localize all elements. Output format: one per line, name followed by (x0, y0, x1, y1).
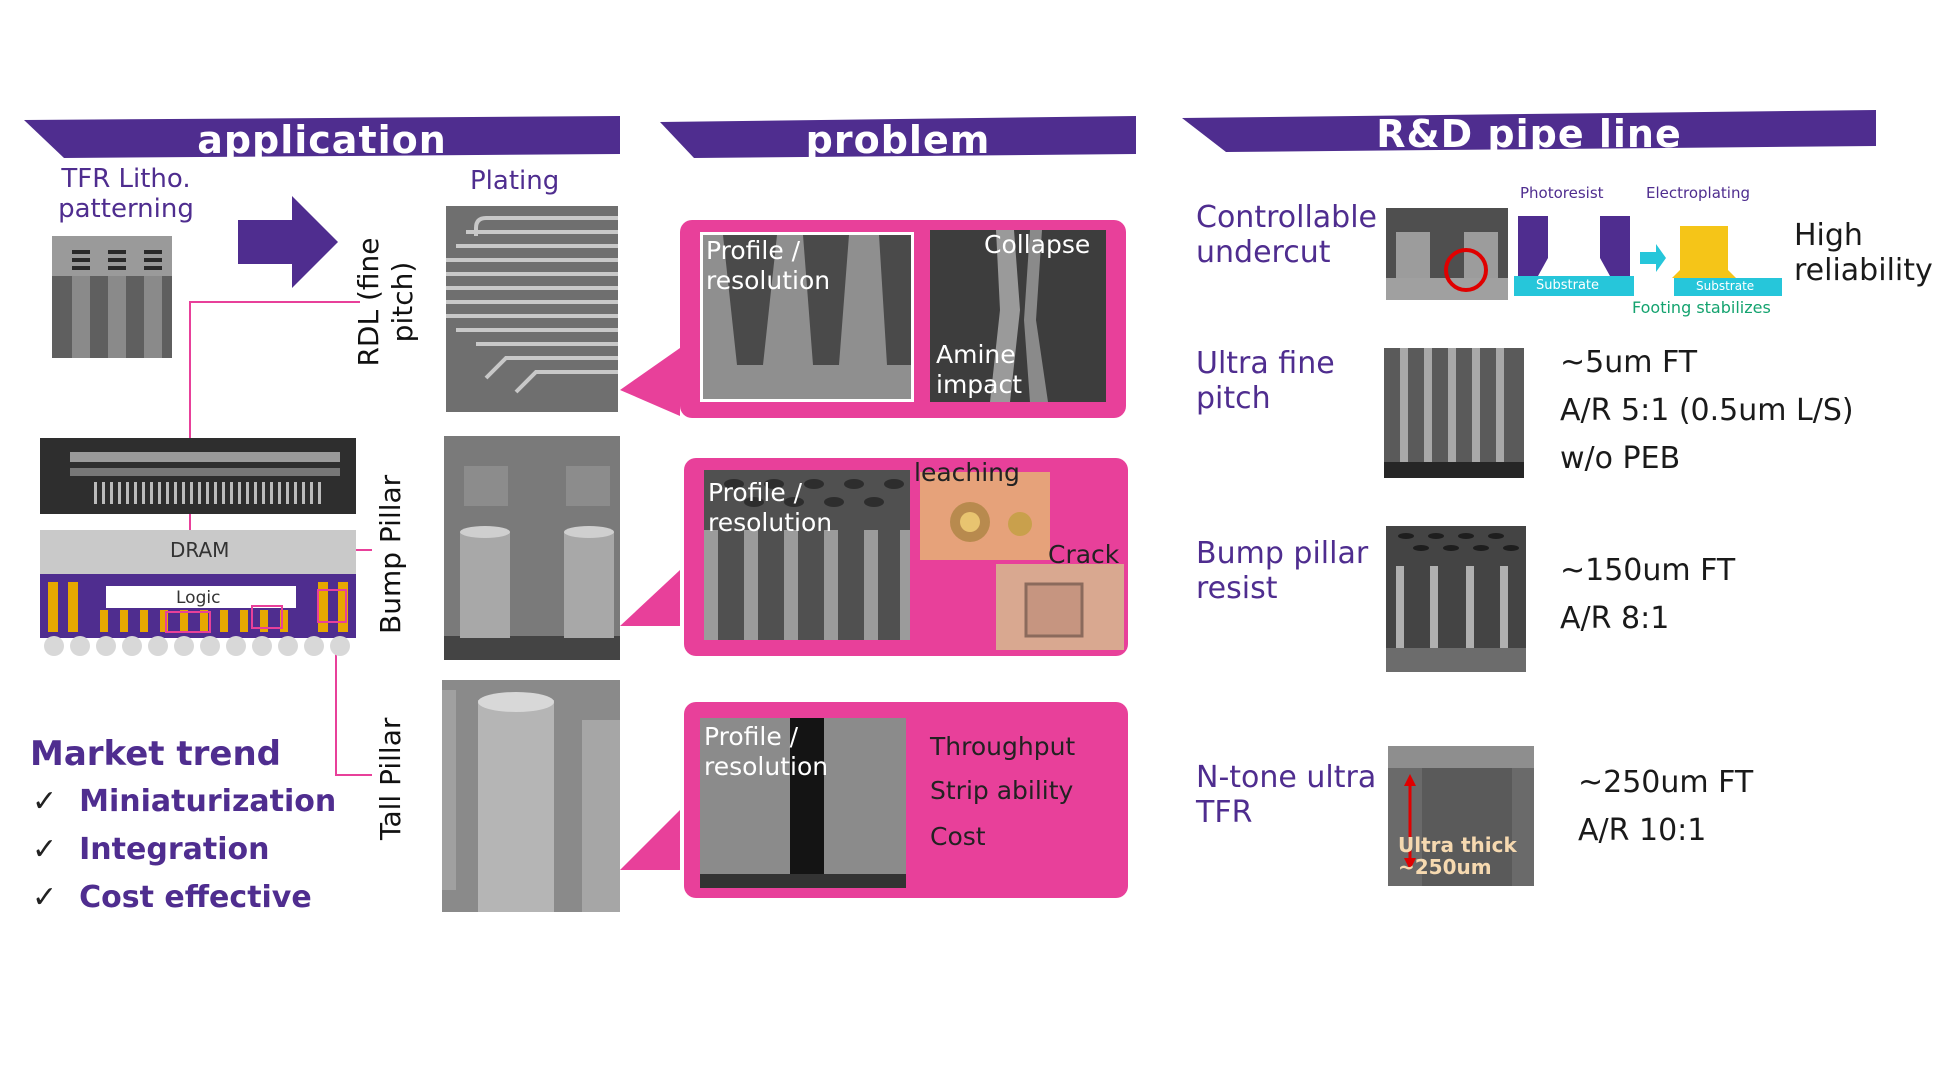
problem-box-tall: Profile / resolution Throughput Strip ab… (684, 702, 1128, 898)
trend-item-text: Cost effective (79, 880, 312, 915)
problem-box2-leaching: leaching (914, 458, 1020, 487)
row-label-tall-pillar: Tall Pillar (374, 717, 407, 840)
check-icon: ✓ (32, 880, 58, 915)
rd-label-bump-pillar: Bump pillar resist (1196, 536, 1369, 606)
problem-box3-cost: Cost (930, 822, 986, 851)
rd-desc-5um: ~5um FT (1560, 345, 1698, 380)
trend-item-text: Miniaturization (79, 784, 337, 819)
undercut-diagram: Photoresist Electroplating Substrate Sub… (1512, 180, 1784, 320)
footing-label: Footing stabilizes (1632, 298, 1771, 317)
trend-item-miniaturization: ✓ Miniaturization (32, 784, 336, 819)
trend-item-text: Integration (79, 832, 270, 867)
rd-label-undercut: Controllable undercut (1196, 200, 1377, 270)
rd-desc-150um: ~150um FT (1560, 553, 1736, 588)
ntone-sem-image: Ultra thick ~250um (1388, 746, 1534, 886)
bump-resist-sem-image (1386, 526, 1526, 672)
problem-box-rdl: Profile / resolution Collapse Amine impa… (680, 220, 1126, 418)
problem-box1-left-label: Profile / resolution (706, 236, 831, 295)
tfr-label: TFR Litho. patterning (58, 164, 194, 224)
problem-box3-strip-ability: Strip ability (930, 776, 1074, 805)
row-label-bump-pillar: Bump Pillar (374, 474, 407, 634)
leaching-image (920, 472, 1050, 560)
dram-label: DRAM (170, 538, 230, 562)
arrow-right-icon (238, 196, 338, 288)
profile-sem-image-3 (700, 718, 906, 888)
check-icon: ✓ (32, 784, 58, 819)
row-label-rdl-text: RDL (fine pitch) (352, 237, 419, 367)
problem-box3-throughput: Throughput (930, 732, 1076, 761)
banner-rd: R&D pipe line (1182, 108, 1876, 156)
problem-box-bump: Profile / resolution leaching Crack (684, 458, 1128, 656)
problem-box1-collapse: Collapse (984, 230, 1091, 259)
trend-item-integration: ✓ Integration (32, 832, 269, 867)
banner-problem-text: problem (805, 118, 991, 162)
trend-item-cost-effective: ✓ Cost effective (32, 880, 312, 915)
logic-label: Logic (176, 588, 221, 608)
ultra-thick-label: Ultra thick ~250um (1398, 833, 1517, 879)
plating-label: Plating (470, 166, 560, 196)
dram-logic-diagram: DRAM Logic (40, 530, 356, 660)
collapse-sem-image (930, 230, 1106, 402)
banner-problem: problem (660, 114, 1136, 162)
rd-label-ultra-fine-pitch: Ultra fine pitch (1196, 346, 1335, 416)
callout-pointers (620, 348, 680, 870)
banner-rd-text: R&D pipe line (1376, 112, 1682, 156)
rd-desc-ar-5: A/R 5:1 (0.5um L/S) (1560, 393, 1854, 428)
undercut-sem-image (1386, 208, 1508, 300)
profile-sem-image (700, 232, 914, 402)
check-icon: ✓ (32, 832, 58, 867)
rd-desc-wo-peb: w/o PEB (1560, 441, 1681, 476)
ultra-fine-sem-image (1384, 348, 1524, 478)
row-label-rdl: RDL (fine pitch) (352, 222, 420, 382)
bump-pillar-sem-image (444, 436, 620, 660)
rd-desc-ar-10: A/R 10:1 (1578, 813, 1707, 848)
banner-application-text: application (197, 118, 447, 162)
rd-desc-high-reliability: High reliability (1794, 218, 1933, 288)
tall-pillar-sem-image (442, 680, 620, 912)
substrate-label-1: Substrate (1536, 278, 1600, 293)
problem-box2-crack: Crack (1048, 540, 1120, 569)
package-cross-section (40, 438, 356, 514)
problem-box3-left-label: Profile / resolution (704, 722, 829, 781)
rd-label-ntone: N-tone ultra TFR (1196, 760, 1377, 830)
photoresist-label: Photoresist (1520, 184, 1604, 202)
profile-sem-image-2 (704, 470, 910, 640)
problem-box2-left-label: Profile / resolution (708, 478, 833, 537)
banner-application: application (24, 114, 620, 162)
tfr-sem-image (52, 236, 172, 358)
electroplating-label: Electroplating (1646, 184, 1750, 202)
rdl-sem-image (446, 206, 618, 412)
market-trend-title: Market trend (30, 734, 282, 774)
substrate-label-2: Substrate (1696, 279, 1755, 293)
rd-desc-250um: ~250um FT (1578, 765, 1754, 800)
crack-image (996, 564, 1124, 650)
problem-box1-amine: Amine impact (936, 340, 1023, 399)
rd-desc-ar-8: A/R 8:1 (1560, 601, 1670, 636)
